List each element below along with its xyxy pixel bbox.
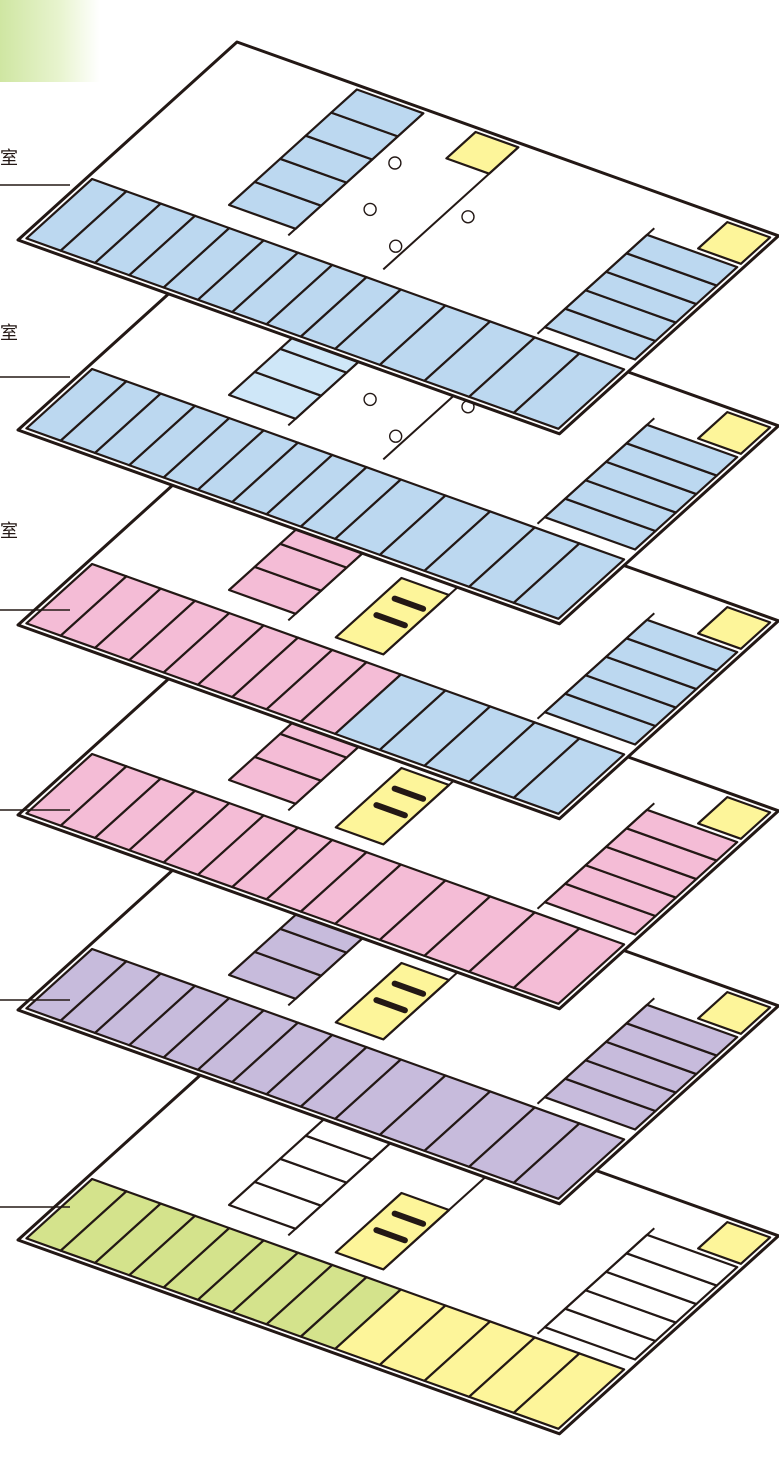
floor-label-5: 室 xyxy=(0,323,18,344)
stair-flight xyxy=(391,980,427,997)
stair-flight xyxy=(373,612,408,629)
wall xyxy=(536,802,655,910)
stair-block xyxy=(697,1220,772,1265)
wall xyxy=(536,612,655,720)
stair-flight xyxy=(373,1227,408,1244)
stair-block xyxy=(697,990,772,1035)
room xyxy=(512,1352,626,1430)
stair-flight xyxy=(373,802,408,819)
stair-block xyxy=(697,221,772,265)
table-icon xyxy=(389,429,403,443)
table-icon xyxy=(363,392,377,407)
room xyxy=(512,927,626,1005)
stair-block xyxy=(697,605,772,650)
wall xyxy=(536,227,655,335)
stair-flight xyxy=(373,997,408,1014)
wall xyxy=(536,417,655,525)
room xyxy=(512,542,626,620)
stair-block xyxy=(697,411,772,455)
table-icon xyxy=(363,202,377,217)
wall xyxy=(536,997,655,1105)
floor-label-4: 室 xyxy=(0,521,18,542)
floor-3 xyxy=(0,615,779,1011)
wall xyxy=(287,112,425,237)
stair-block xyxy=(697,795,772,840)
floor-1 xyxy=(0,1040,779,1436)
wall xyxy=(536,1227,655,1335)
stair-flight xyxy=(391,785,427,802)
room xyxy=(512,352,626,430)
green-gradient-tab xyxy=(0,0,100,82)
table-icon xyxy=(389,239,403,253)
floor-6 xyxy=(0,40,779,436)
floor-label-6: 室 xyxy=(0,148,18,169)
stair-flight xyxy=(391,1210,427,1227)
table-icon xyxy=(388,156,402,170)
table-icon xyxy=(461,210,475,224)
stair-flight xyxy=(391,595,427,612)
room xyxy=(512,1122,626,1200)
room xyxy=(512,737,626,815)
wall xyxy=(382,146,520,271)
